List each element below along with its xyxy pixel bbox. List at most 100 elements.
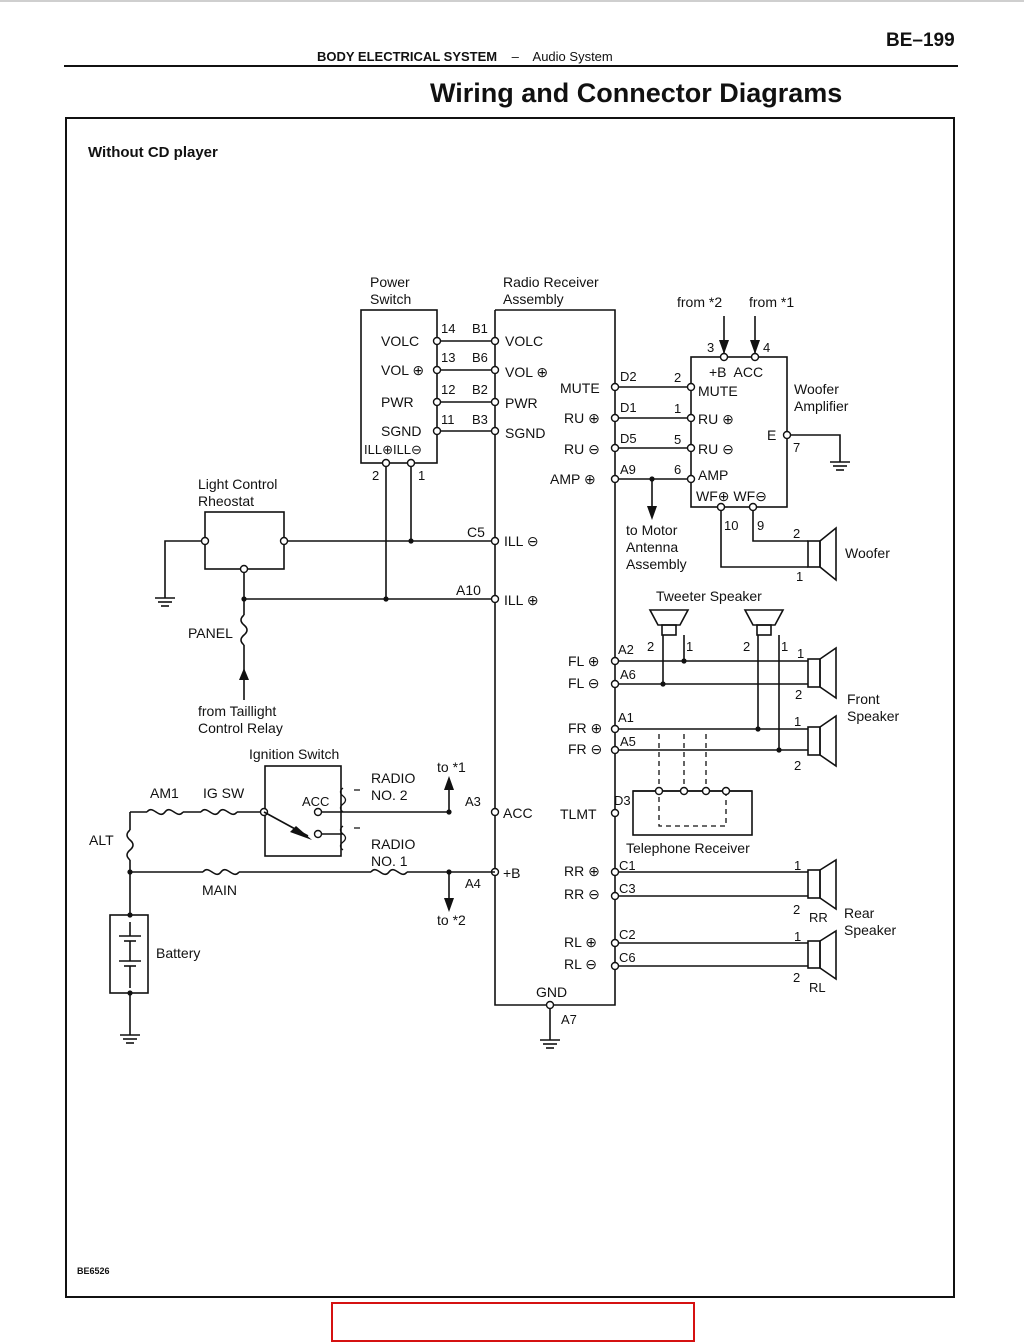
node-wa-mute: [686, 382, 696, 392]
node-lc-bottom: [239, 564, 249, 574]
node-ig-on: [313, 829, 323, 839]
igsw-label: IG SW: [203, 785, 245, 801]
ground-symbol-radio: [540, 1039, 560, 1049]
radio-no2-label-2: NO. 2: [371, 787, 408, 803]
section-name: BODY ELECTRICAL SYSTEM: [317, 49, 498, 64]
node-rr-volc: [490, 336, 500, 346]
rr-term-acc: ACC: [503, 805, 533, 821]
rr-pin-c2: C2: [619, 927, 636, 942]
front-speaker-label-1: Front: [847, 691, 880, 707]
rr-pin-b2: B2: [472, 382, 488, 397]
woofer-pin-2: 2: [793, 526, 800, 541]
rr-pin-c5: C5: [467, 524, 485, 540]
node-a10: [490, 594, 500, 604]
rr-pin-c1: C1: [619, 858, 636, 873]
rr-term-fl-plus: FL ⊕: [568, 653, 599, 669]
tweeter-l-pin-2: 2: [647, 639, 654, 654]
radio-no1-label-1: RADIO: [371, 836, 415, 852]
wa-pin-2: 2: [674, 370, 681, 385]
section-header: BODY ELECTRICAL SYSTEM – Audio System: [317, 49, 613, 64]
from-1-label: from *1: [749, 294, 794, 310]
front-speaker-left-icon: [807, 646, 837, 700]
rr-term-fl-minus: FL ⊖: [568, 675, 599, 691]
motor-antenna-label-1: to Motor: [626, 522, 678, 538]
ps-pin-1: 1: [418, 468, 425, 483]
junction-fr-minus: [776, 747, 782, 753]
node-fl-minus: [610, 679, 620, 689]
from-2-arrow: [719, 340, 729, 354]
rr-pin-c3: C3: [619, 881, 636, 896]
power-switch-label-2: Switch: [370, 291, 411, 307]
rr-pin-a4: A4: [465, 876, 481, 891]
front-speaker-right-icon: [807, 714, 837, 768]
node-amp: [610, 474, 620, 484]
main-fuse: [202, 868, 240, 876]
wa-pin-6: 6: [674, 462, 681, 477]
ps-pin-14: 14: [441, 321, 455, 336]
rr-term-ru-minus: RU ⊖: [564, 441, 600, 457]
junction-fr-plus: [755, 726, 761, 732]
front-speaker-label-2: Speaker: [847, 708, 899, 724]
header-rule: [64, 65, 958, 67]
woofer-pin-1: 1: [796, 569, 803, 584]
node-ill-minus: [406, 458, 416, 468]
rear-rl-pin-1: 1: [794, 929, 801, 944]
figure-code: BE6526: [77, 1266, 110, 1276]
node-fl-plus: [610, 656, 620, 666]
node-rr-pwr: [490, 397, 500, 407]
wa-pin-9: 9: [757, 518, 764, 533]
wa-pin-3: 3: [707, 340, 714, 355]
node-lc-right: [279, 536, 289, 546]
motor-antenna-label-2: Antenna: [626, 539, 678, 555]
telephone-label: Telephone Receiver: [626, 840, 750, 856]
front-r-pin-1: 1: [794, 714, 801, 729]
telephone-box: [632, 790, 753, 836]
rr-term-volc: VOLC: [505, 333, 543, 349]
woofer-speaker-icon: [807, 526, 837, 582]
node-ru-minus: [610, 443, 620, 453]
from-2-label: from *2: [677, 294, 722, 310]
to-1-label: to *1: [437, 759, 466, 775]
wire-wf-minus: [752, 511, 808, 542]
taillight-label-1: from Taillight: [198, 703, 276, 719]
page-title: Wiring and Connector Diagrams: [430, 78, 843, 108]
main-label: MAIN: [202, 882, 237, 898]
wa-pin-5: 5: [674, 432, 681, 447]
ground-symbol-battery: [120, 1034, 140, 1044]
rear-rl-pin-2: 2: [793, 970, 800, 985]
tel-node-1: [654, 786, 664, 796]
rr-pin-a10: A10: [456, 582, 481, 598]
tel-node-2: [679, 786, 689, 796]
rr-pin-d2: D2: [620, 369, 637, 384]
rr-term-fr-plus: FR ⊕: [568, 720, 602, 736]
rr-term-vol: VOL ⊕: [505, 364, 548, 380]
ps-pin-12: 12: [441, 382, 455, 397]
woofer-amp-label-1: Woofer: [794, 381, 839, 397]
from-1-arrow: [750, 340, 760, 354]
tweeter-left-icon: [648, 609, 690, 636]
woofer-label: Woofer: [845, 545, 890, 561]
rear-speaker-label-2: Speaker: [844, 922, 896, 938]
tweeter-right-icon: [743, 609, 785, 636]
woofer-amp-label-2: Amplifier: [794, 398, 849, 414]
rr-term-rl-minus: RL ⊖: [564, 956, 597, 972]
rr-pin-a1: A1: [618, 710, 634, 725]
wire-wf-plus: [720, 511, 808, 568]
to-2-arrow: [444, 898, 454, 912]
radio-receiver-box: [494, 309, 616, 1006]
rr-term-fr-minus: FR ⊖: [568, 741, 602, 757]
node-ps-sgnd: [432, 426, 442, 436]
ground-symbol-lc: [155, 597, 175, 607]
node-tlmt: [610, 808, 620, 818]
ps-ill-label: ILL⊕ILL⊖: [364, 442, 422, 457]
front-l-pin-1: 1: [797, 646, 804, 661]
rear-rr-pin-1: 1: [794, 858, 801, 873]
ps-pin-11: 11: [441, 412, 455, 427]
alt-label: ALT: [89, 832, 114, 848]
front-l-pin-2: 2: [795, 687, 802, 702]
motor-antenna-label-3: Assembly: [626, 556, 687, 572]
am1-label: AM1: [150, 785, 179, 801]
node-c5: [490, 536, 500, 546]
rr-pin-b3: B3: [472, 412, 488, 427]
ignition-contact-tip: [290, 826, 312, 840]
